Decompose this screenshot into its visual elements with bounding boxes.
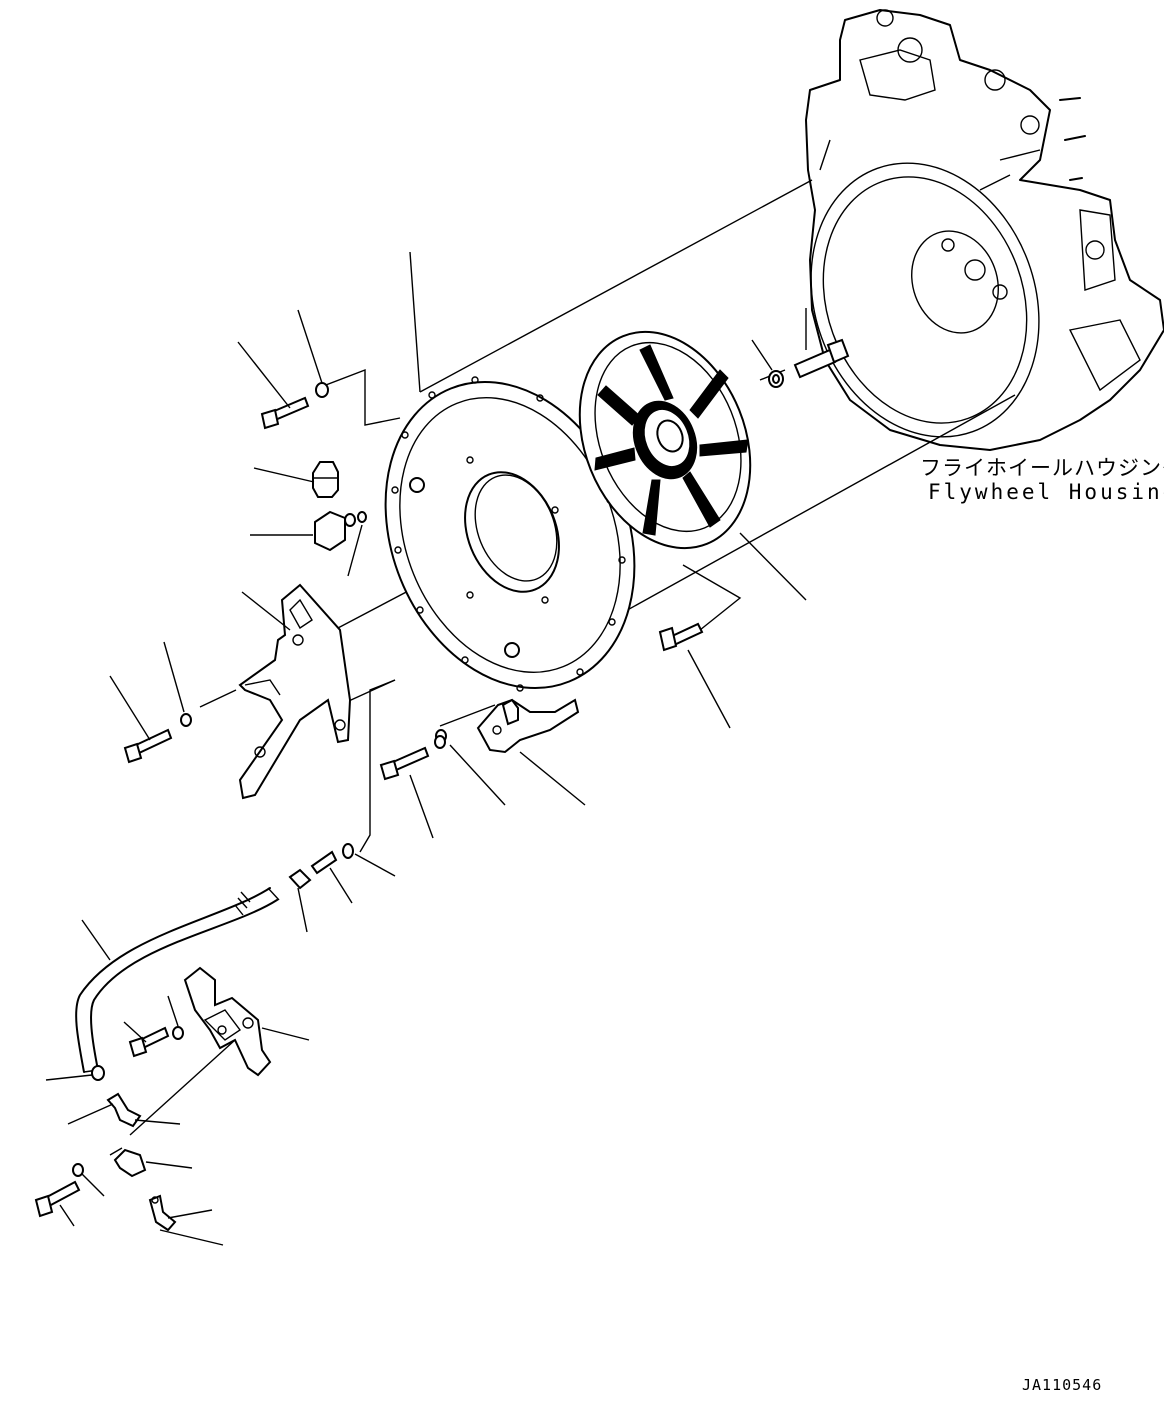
damper-mount-rubber bbox=[312, 461, 339, 498]
sensor-block bbox=[314, 510, 367, 552]
connector-clip-1 bbox=[106, 1092, 142, 1128]
drawing-code: JA110546 bbox=[1022, 1376, 1103, 1394]
washer-lower bbox=[72, 1163, 84, 1177]
speed-sensor bbox=[288, 850, 338, 890]
bolt-left-middle bbox=[123, 713, 192, 764]
damper-disc bbox=[578, 330, 752, 550]
bolt-lower-right bbox=[658, 622, 704, 652]
o-ring bbox=[342, 843, 354, 859]
connector-clip-3 bbox=[148, 1194, 177, 1232]
connector-clip-2 bbox=[109, 1147, 147, 1178]
bolt-lower-left bbox=[128, 1026, 184, 1058]
pickup-bracket bbox=[476, 698, 580, 754]
grommet bbox=[91, 1065, 105, 1081]
bolt-upper-right bbox=[768, 338, 850, 388]
bolt-lower-middle bbox=[379, 729, 447, 781]
flywheel-plate bbox=[384, 376, 636, 692]
housing-label-english: Flywheel Housing bbox=[928, 480, 1164, 504]
housing-label-japanese: フライホイールハウジング bbox=[920, 456, 1164, 480]
mounting-bracket bbox=[238, 583, 352, 800]
leader-lines bbox=[45, 251, 807, 1246]
bolt-bottom bbox=[34, 1180, 81, 1218]
flywheel-housing bbox=[805, 9, 1164, 451]
bolt-upper-left bbox=[260, 382, 329, 430]
harness-bracket bbox=[183, 966, 272, 1077]
